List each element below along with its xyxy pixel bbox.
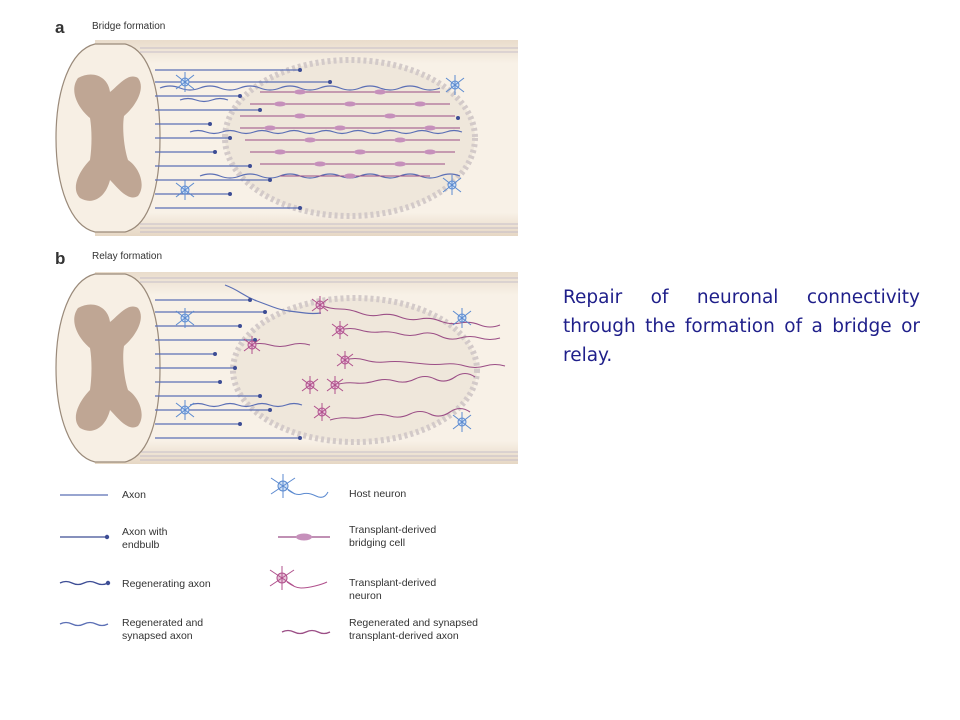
- legend-axon-label: Axon: [122, 489, 146, 501]
- legend-host-neuron-symbol: [270, 474, 329, 498]
- legend-transplant-neuron-line1: Transplant-derived: [349, 577, 437, 589]
- legend-regenerated-synapsed-line1: Regenerated and: [122, 617, 204, 629]
- panel-b-transplant-neurons: [243, 296, 354, 421]
- legend-axon-endbulb-line1: Axon with: [122, 526, 168, 538]
- legend-transplant-axon-symbol: [281, 629, 331, 635]
- legend-transplant-neuron-symbol: [269, 566, 328, 590]
- legend-transplant-axon-label: Regenerated and synapsed transplant-deri…: [349, 617, 478, 643]
- panel-a-bridging-cells: [240, 89, 460, 179]
- panel-a-host-neurons: [175, 72, 465, 200]
- panel-a-cord: [55, 40, 518, 236]
- legend-bridging-cell-line2: bridging cell: [349, 537, 406, 549]
- panel-a-title: Bridge formation: [92, 21, 166, 32]
- panel-a-host-axons: [155, 69, 463, 209]
- panel-b-endbulbs: [213, 298, 302, 440]
- legend-transplant-axon-line2: transplant-derived axon: [349, 630, 459, 642]
- legend-bridging-cell-symbol: [278, 533, 330, 541]
- panel-b-transplant-axons: [249, 304, 506, 421]
- panel-a-letter: a: [55, 18, 65, 37]
- spinal-cord-repair-diagram: [55, 40, 518, 635]
- panel-b-host-axons: [155, 284, 322, 439]
- panel-b-cord: [55, 272, 518, 464]
- legend-transplant-neuron-line2: neuron: [349, 590, 382, 602]
- legend-bridging-cell-line1: Transplant-derived: [349, 524, 437, 536]
- legend-transplant-axon-line1: Regenerated and synapsed: [349, 617, 479, 629]
- legend-regenerated-synapsed-symbol: [59, 621, 109, 627]
- legend-axon-endbulb-line2: endbulb: [122, 539, 160, 551]
- legend-axon-endbulb-label: Axon with endbulb: [122, 526, 168, 552]
- legend-bridging-cell-label: Transplant-derived bridging cell: [349, 524, 436, 550]
- panel-b-letter: b: [55, 249, 66, 268]
- legend-axon-endbulb-symbol: [60, 534, 110, 540]
- slide-caption: Repair of neuronal connectivity through …: [563, 287, 920, 366]
- legend-regenerated-synapsed-line2: synapsed axon: [122, 630, 193, 642]
- panel-a-endbulbs: [208, 68, 460, 210]
- legend-regenerated-synapsed-label: Regenerated and synapsed axon: [122, 617, 203, 643]
- panel-b-host-neurons: [175, 308, 472, 432]
- legend-regenerating-axon-symbol: [59, 580, 111, 586]
- panel-b-title: Relay formation: [92, 251, 163, 262]
- legend-transplant-neuron-label: Transplant-derived neuron: [349, 577, 436, 603]
- legend-regenerating-axon-label: Regenerating axon: [122, 578, 211, 590]
- legend-host-neuron-label: Host neuron: [349, 488, 407, 500]
